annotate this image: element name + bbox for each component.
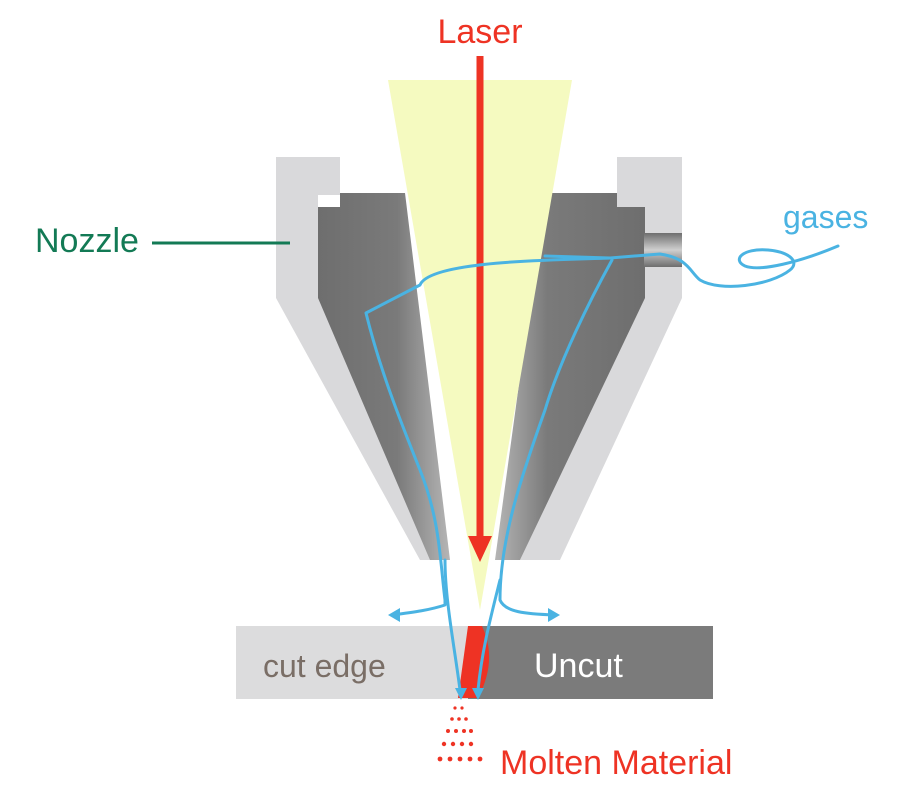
laser-arrowhead xyxy=(468,536,492,562)
workpiece xyxy=(236,626,713,699)
laser-beam xyxy=(468,56,492,562)
gas-arrow-right-down xyxy=(472,688,484,700)
gas-inlet-port xyxy=(644,233,682,267)
kerf-molten-zone xyxy=(458,626,490,698)
nozzle-outer-left xyxy=(276,157,448,560)
gas-flow xyxy=(364,244,840,700)
gas-inlet-coil xyxy=(543,244,840,288)
nozzle-label: Nozzle xyxy=(35,222,139,260)
molten-droplets xyxy=(437,706,483,762)
cut-edge-label: cut edge xyxy=(263,648,386,684)
gas-flow-right-center xyxy=(476,578,502,692)
gas-flow-right-branch xyxy=(498,258,614,617)
molten-material-label: Molten Material xyxy=(500,744,732,782)
uncut-label: Uncut xyxy=(534,647,623,685)
laser-label: Laser xyxy=(437,13,522,51)
gas-flow-left-branch xyxy=(364,256,612,617)
gas-arrow-left-down xyxy=(455,688,467,700)
gas-flow-left-center xyxy=(443,558,462,692)
workpiece-uncut-section xyxy=(468,626,713,699)
workpiece-cut-section xyxy=(236,626,468,699)
gases-label: gases xyxy=(783,199,868,235)
gas-arrow-right-out xyxy=(548,608,560,622)
gas-arrow-left-out xyxy=(388,608,400,622)
